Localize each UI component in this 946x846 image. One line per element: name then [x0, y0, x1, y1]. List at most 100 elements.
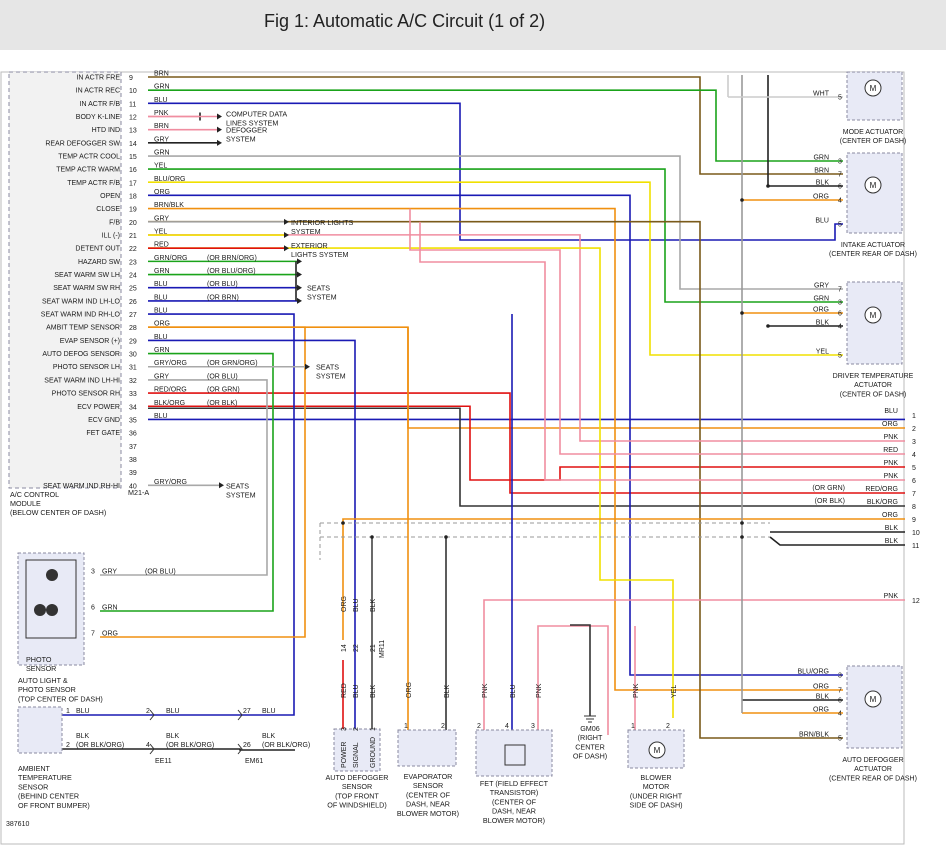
ambient-sensor-name: (BEHIND CENTER	[18, 792, 79, 801]
evaporator-sensor-name: EVAPORATOR	[404, 772, 453, 781]
wire-red	[148, 405, 905, 481]
system-label-defogger: SYSTEM	[226, 135, 256, 144]
evap-pin: 1	[404, 723, 408, 730]
ambient-sensor-name: SENSOR	[18, 782, 48, 791]
motor-symbol: M	[870, 84, 877, 93]
defog-connector-id: MR11	[379, 640, 386, 658]
blower-pin: 1	[631, 723, 635, 730]
system-label-interior: INTERIOR LIGHTS	[291, 218, 354, 227]
right-pin-number: 5	[912, 465, 916, 472]
junction-dot	[740, 198, 744, 202]
motor-icon	[864, 690, 882, 708]
module-pin-label: F/B	[109, 219, 120, 226]
photodiode-icon	[46, 569, 58, 581]
right-wire-color: BLU	[884, 408, 898, 415]
wire-brn	[148, 76, 843, 175]
photo-wire-color: ORG	[102, 631, 118, 638]
ambient-pin: 2	[146, 708, 150, 715]
defog-pin-label: GROUND	[370, 737, 377, 768]
actuator-pin-number: 4	[838, 198, 842, 205]
defog-connector-pin: 22	[353, 644, 360, 652]
module-pin-number: 22	[129, 246, 137, 253]
right-pin-number: 11	[912, 543, 919, 550]
evaporator-sensor-name: (CENTER OF	[406, 790, 451, 799]
actuator-pin-number: 3	[838, 159, 842, 166]
wire-color-label: BLU	[154, 97, 168, 104]
module-pin-label: IN ACTR F/B	[80, 101, 121, 108]
wire-color-label: GRY/ORG	[154, 479, 187, 486]
module-pin-number: 12	[129, 115, 137, 122]
actuator-pin-number: 6	[838, 311, 842, 318]
ambient-sensor-name: AMBIENT	[18, 764, 51, 773]
wire-blk-org	[148, 407, 905, 507]
right-pin-number: 12	[912, 598, 920, 605]
right-pin-number: 1	[912, 413, 916, 420]
photodiode-icon	[46, 604, 58, 616]
wire-color-label: BLU	[154, 294, 168, 301]
ambient-color: BLU	[76, 708, 90, 715]
ac-control-module	[8, 71, 122, 489]
system-label-computer-data: COMPUTER DATA	[226, 109, 287, 118]
defog-wire-color: RED	[341, 683, 348, 698]
ambient-color: BLU	[262, 708, 276, 715]
module-pin-number: 31	[129, 365, 137, 372]
wire-blu	[148, 102, 843, 241]
wire-color-label: YEL	[154, 163, 167, 170]
actuator-wire-color: WHT	[813, 91, 830, 98]
transistor-icon	[504, 744, 526, 766]
right-wire-color: PNK	[884, 593, 899, 600]
arrow-icon	[297, 297, 302, 304]
system-label-exterior: EXTERIOR	[291, 241, 328, 250]
ground-name: CENTER	[575, 742, 605, 751]
fet-name: (CENTER OF	[492, 797, 537, 806]
wire-pnk	[537, 625, 609, 735]
right-pin-number: 7	[912, 491, 916, 498]
defog-sensor-name: (TOP FRONT	[335, 791, 379, 800]
fet-pin: 3	[531, 723, 535, 730]
module-pin-number: 33	[129, 391, 137, 398]
actuator-pin-number: 7	[838, 172, 842, 179]
ambient-pin: 4	[146, 742, 150, 749]
arrow-icon	[217, 139, 222, 146]
wire-color-label: GRY	[154, 373, 169, 380]
wire-color-label: GRY	[154, 136, 169, 143]
defog-pin-number: 1	[370, 727, 377, 731]
module-pin-number: 24	[129, 273, 137, 280]
right-wire-color: PNK	[884, 460, 899, 467]
actuator-pin-number: 4	[838, 711, 842, 718]
wire-alt-label: (OR BLU)	[207, 281, 238, 288]
wire-color-label: BLU	[154, 334, 168, 341]
module-pin-label: TEMP ACTR F/B	[67, 180, 120, 187]
right-wire-color: BLK	[885, 538, 899, 545]
evap-wire-color: ORG	[406, 682, 413, 698]
right-wire-color: ORG	[882, 421, 898, 428]
system-label-interior: SYSTEM	[291, 227, 321, 236]
ambient-pin: 26	[243, 742, 251, 749]
wire-grn	[148, 89, 843, 162]
module-pin-label: EVAP SENSOR (+)	[60, 338, 120, 345]
actuator-pin-number: 5	[838, 736, 842, 743]
module-pin-number: 32	[129, 378, 137, 385]
module-pin-label: TEMP ACTR COOL	[58, 154, 120, 161]
actuator-pin-number: 7	[838, 287, 842, 294]
module-pin-label: CLOSE	[96, 206, 120, 213]
module-pin-label: PHOTO SENSOR RH	[52, 391, 120, 398]
system-label-seats: SEATS	[226, 481, 249, 490]
actuator-pin-number: 3	[838, 300, 842, 307]
motor-symbol: M	[870, 181, 877, 190]
system-label-computer-data: LINES SYSTEM	[226, 118, 278, 127]
system-label-seats: SYSTEM	[307, 293, 337, 302]
module-pin-number: 17	[129, 180, 137, 187]
photo-sensor-name: AUTO LIGHT &	[18, 676, 68, 685]
module-pin-number: 11	[129, 101, 136, 108]
right-pin-number: 3	[912, 439, 916, 446]
actuator-wire-color: GRN	[813, 296, 829, 303]
module-pin-label: AUTO DEFOG SENSOR	[42, 351, 120, 358]
wire-color-label: GRY	[154, 215, 169, 222]
motor-icon	[864, 79, 882, 97]
wire-org	[148, 326, 905, 429]
title-bar: Fig 1: Automatic A/C Circuit (1 of 2)	[0, 0, 946, 50]
wire-gry	[100, 379, 268, 576]
module-pin-label: FET GATE	[86, 430, 120, 437]
defog-wire-color: BLK	[370, 684, 377, 698]
